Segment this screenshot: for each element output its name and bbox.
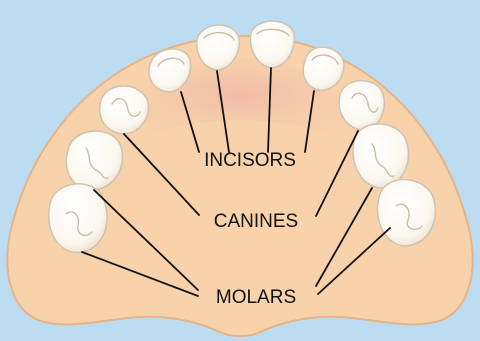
label-molars: MOLARS xyxy=(216,287,296,308)
tooth-canine xyxy=(100,86,149,134)
label-incisors: INCISORS xyxy=(204,150,296,171)
tooth-molar xyxy=(377,180,435,246)
label-canines: CANINES xyxy=(214,211,298,232)
tooth-premolar xyxy=(353,124,409,188)
